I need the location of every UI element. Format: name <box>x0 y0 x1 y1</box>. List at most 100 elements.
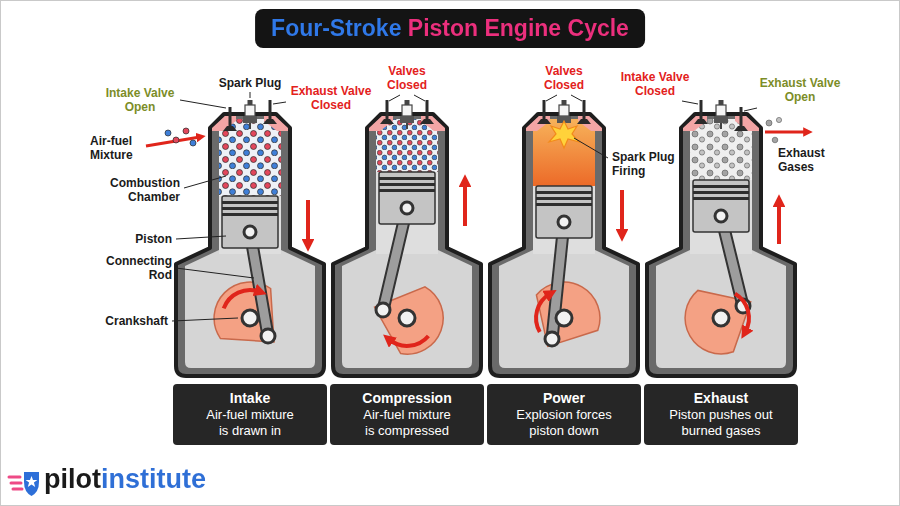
leader-lines-line <box>176 236 226 239</box>
exhaust-engine-rect <box>693 197 749 200</box>
power-engine-circle <box>556 310 572 326</box>
power-engine-circle <box>558 216 570 228</box>
compression-engine-use <box>420 100 434 124</box>
compression-engine-circle <box>399 310 415 326</box>
part-label: Crankshaft <box>96 314 168 328</box>
exhaust-engine-use <box>714 100 728 129</box>
compression-engine-rect <box>379 172 435 224</box>
exhaust-engine-path <box>735 294 749 332</box>
exhaust-engine-g <box>713 294 750 332</box>
logo-icon-polygon <box>26 476 38 487</box>
power-engine-g <box>536 294 572 346</box>
power-engine-use <box>577 100 591 124</box>
compression-engine-rect <box>379 177 435 180</box>
compression-engine-line <box>463 182 467 226</box>
compression-engine-rect <box>376 172 438 254</box>
leader-lines-line <box>184 176 226 188</box>
intake-engine-circle <box>261 329 275 343</box>
leader-lines-line <box>273 102 286 104</box>
exhaust-engine-line <box>765 131 807 134</box>
stage-name: Intake <box>179 389 321 407</box>
part-label: Combustion Chamber <box>100 176 180 204</box>
leader-lines-line <box>176 268 254 278</box>
intake-engine-path <box>224 290 260 308</box>
intake-engine-line <box>306 200 310 244</box>
compression-engine-rect <box>379 189 435 192</box>
stage-name: Exhaust <box>650 389 792 407</box>
intake-engine-circle <box>244 226 256 238</box>
power-engine-path <box>533 119 595 186</box>
intake-engine-circle <box>173 137 179 143</box>
compression-engine-use <box>333 114 481 376</box>
leader-lines-line <box>172 318 238 321</box>
exhaust-engine <box>647 100 807 376</box>
brand-logo: pilotinstitute <box>44 464 206 495</box>
exhaust-engine-path <box>685 290 751 354</box>
valve-state-label: Valves Closed <box>534 64 594 92</box>
intake-engine-rect <box>219 196 281 254</box>
power-engine <box>490 100 638 376</box>
stage-caption-box: PowerExplosion forces piston down <box>487 384 641 445</box>
logo-icon <box>9 472 39 496</box>
stage-name: Power <box>493 389 635 407</box>
exhaust-engine-circle <box>766 120 772 126</box>
valve-state-label: Exhaust Valve Closed <box>288 84 374 112</box>
stage-name: Compression <box>336 389 478 407</box>
compression-engine-g <box>376 303 428 346</box>
leader-lines <box>172 92 757 321</box>
compression-engine-rect <box>379 183 435 186</box>
power-engine-rect <box>536 191 592 194</box>
leader-lines-line <box>546 95 557 101</box>
intake-engine-use <box>176 114 324 376</box>
compression-engine-use <box>380 100 394 124</box>
power-engine-use <box>537 100 551 124</box>
valve-state-label: Intake Valve Closed <box>613 70 697 98</box>
stage-description: Explosion forces piston down <box>514 407 614 439</box>
power-engine-rect <box>536 203 592 206</box>
title-banner: Four-Stroke Piston Engine Cycle <box>255 9 645 48</box>
intake-engine-use <box>223 107 237 131</box>
leader-lines-line <box>389 95 400 101</box>
power-engine-polygon <box>549 121 579 148</box>
logo-icon-path <box>24 472 39 496</box>
leader-lines-line <box>414 95 425 101</box>
leader-lines-line <box>574 138 608 158</box>
valve-state-label: Intake Valve Open <box>98 86 182 114</box>
exhaust-engine-circle <box>776 117 781 122</box>
intake-engine-rect <box>222 196 278 248</box>
power-engine-rect <box>536 186 592 238</box>
leader-lines-line <box>180 100 226 108</box>
stage-caption-box: CompressionAir-fuel mixture is compresse… <box>330 384 484 445</box>
exhaust-engine-circle <box>715 210 727 222</box>
valve-state-label: Valves Closed <box>377 64 437 92</box>
stage-caption-box: IntakeAir-fuel mixture is drawn in <box>173 384 327 445</box>
intake-engine-g <box>224 290 275 343</box>
flow-label: Exhaust Gases <box>778 146 838 174</box>
compression-engine-use <box>400 100 414 129</box>
power-engine-rect <box>536 197 592 200</box>
exhaust-engine-line <box>777 202 781 244</box>
leader-lines-line <box>571 95 582 101</box>
power-engine-g <box>536 222 600 346</box>
exhaust-engine-circle <box>772 137 778 143</box>
exhaust-engine-rect <box>693 185 749 188</box>
exhaust-engine-g <box>685 216 751 354</box>
leader-lines-line <box>250 92 251 98</box>
compression-engine-g <box>375 208 444 354</box>
power-engine-path <box>536 282 600 346</box>
stage-description: Air-fuel mixture is compressed <box>359 407 455 439</box>
compression-engine-circle <box>401 202 413 214</box>
logo-icon-path <box>9 477 22 489</box>
intake-engine-line <box>146 137 200 146</box>
part-label: Connecting Rod <box>96 254 172 282</box>
exhaust-engine-circle <box>713 310 729 326</box>
exhaust-engine-rect <box>693 180 749 232</box>
intake-engine-circle <box>183 128 189 134</box>
stage-caption-box: ExhaustPiston pushes out burned gases <box>644 384 798 445</box>
intake-engine-rect <box>222 213 278 216</box>
intake-engine-circle <box>190 140 196 146</box>
intake-engine <box>146 100 324 376</box>
intake-engine-use <box>243 100 257 129</box>
